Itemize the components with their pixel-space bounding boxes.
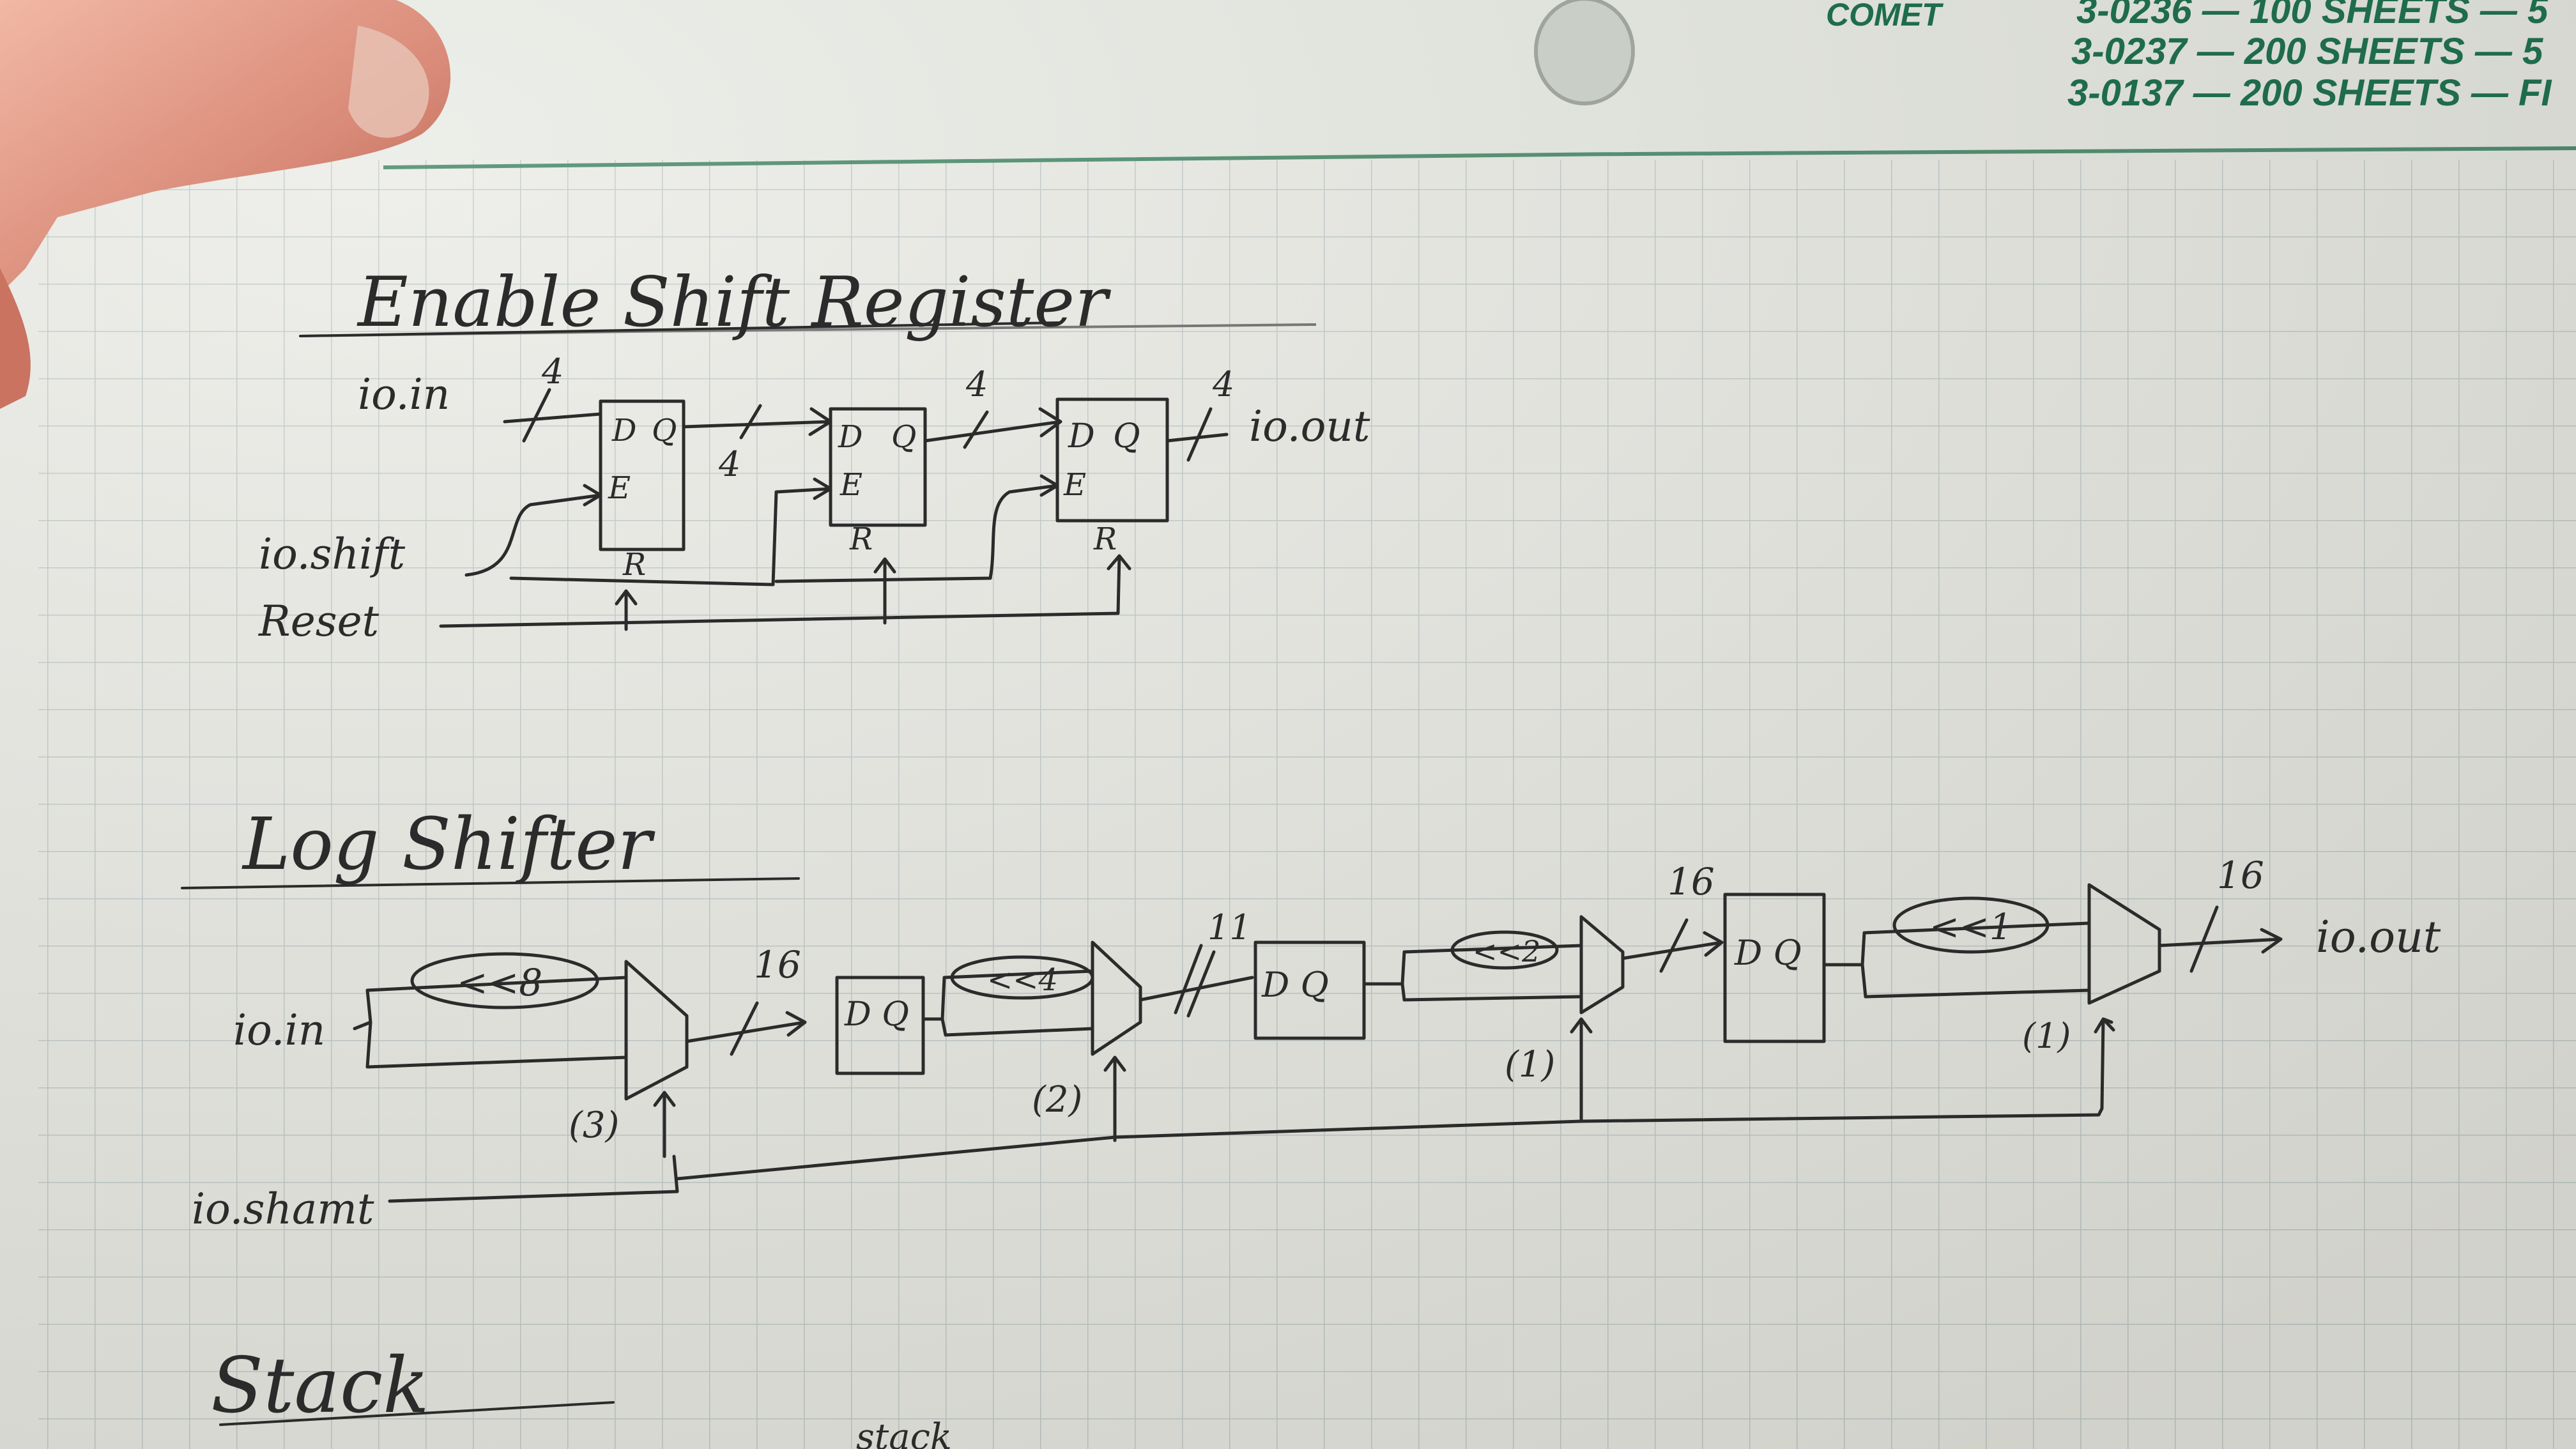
ls-oval-4-label: <<1 (1929, 907, 2012, 948)
ls-title-underline (181, 877, 800, 889)
punch-hole (1534, 0, 1635, 105)
ls-width-2: 11 (1208, 907, 1252, 947)
ls-bus-mark-2 (1174, 944, 1216, 1018)
ls-output-bus-mark (2189, 905, 2219, 973)
esr-shift-wire-2 (509, 477, 832, 586)
ls-wire-2 (1138, 976, 1254, 1002)
esr-flop-3-d: D (1068, 417, 1095, 456)
ls-width-1: 16 (754, 943, 801, 986)
ls-flop-3 (1723, 893, 1826, 1043)
ls-sel-3: (1) (1505, 1044, 1555, 1085)
stack-title: Stack (211, 1342, 429, 1430)
esr-input-wire (503, 412, 602, 424)
esr-input-label: io.in (358, 370, 450, 419)
ls-bus-mark-3 (1659, 918, 1689, 973)
ls-flop-1 (835, 976, 925, 1075)
ls-sel-1: (3) (569, 1105, 619, 1146)
esr-flop-2-q: Q (891, 419, 916, 455)
esr-wire-2-3 (923, 407, 1062, 443)
stack-small-label: stack (856, 1416, 952, 1449)
esr-flop-3-q: Q (1113, 417, 1140, 456)
ls-oval-1-label: <<8 (457, 961, 542, 1004)
ls-width-3: 16 (1667, 860, 1715, 903)
ls-output-wire (2158, 928, 2283, 954)
esr-shift-wire (464, 484, 602, 577)
esr-width-1: 4 (541, 351, 564, 392)
esr-shift-wire-3 (774, 474, 1059, 583)
header-line-3: 3-0137 — 200 SHEETS — FI (2067, 72, 2552, 114)
esr-input-bus-mark (522, 388, 551, 443)
ls-oval-4 (1892, 896, 2050, 954)
ls-shamt-label: io.shamt (192, 1184, 374, 1234)
ls-oval-3 (1450, 930, 1559, 970)
esr-flop-3-e: E (1063, 467, 1086, 503)
esr-flop-2-d: D (838, 419, 862, 455)
esr-flop-2 (829, 407, 927, 527)
esr-flop-3 (1055, 397, 1169, 523)
esr-width-4: 4 (1212, 364, 1234, 404)
esr-title: Enable Shift Register (356, 263, 1111, 342)
esr-flop-1 (599, 399, 686, 551)
ls-mux-1 (624, 960, 689, 1101)
ls-width-4: 16 (2217, 854, 2264, 897)
ls-split-2 (921, 969, 1094, 1037)
ls-flop-3-label: D Q (1734, 933, 1802, 973)
ls-oval-3-label: <<2 (1473, 934, 1540, 969)
esr-output-bus-mark (1186, 407, 1213, 462)
ls-mux-1-sel (653, 1091, 676, 1158)
esr-title-underline (299, 321, 1062, 337)
ls-mux-3-sel (1570, 1017, 1593, 1088)
esr-bus-mark-1 (739, 404, 762, 440)
ls-wire-1 (685, 1011, 807, 1043)
brand-label: COMET (1826, 0, 1944, 33)
ls-split-4 (1822, 921, 2091, 999)
esr-reset-label: Reset (258, 597, 379, 646)
esr-bus-mark-2 (963, 410, 989, 449)
ls-oval-1 (410, 952, 599, 1009)
header-line-1: 3-0236 — 100 SHEETS — 5 (2076, 0, 2549, 31)
thumbnail-nail (348, 26, 429, 138)
esr-flop-1-d: D (611, 413, 636, 448)
esr-flop-3-r: R (1093, 521, 1117, 557)
ls-sel-2: (2) (1032, 1079, 1082, 1121)
ls-output-label: io.out (2316, 912, 2441, 963)
ls-flop-1-label: D Q (844, 995, 909, 1034)
esr-shift-label: io.shift (259, 530, 406, 579)
hand-edge (0, 268, 31, 409)
esr-flop-2-r: R (849, 521, 873, 557)
esr-flop-1-r: R (622, 547, 646, 583)
esr-reset-wire (439, 554, 1131, 628)
ls-title: Log Shifter (241, 803, 656, 886)
stack-underline (219, 1401, 615, 1426)
ls-flop-2 (1254, 940, 1366, 1040)
ls-input-label: io.in (233, 1006, 325, 1055)
ls-split-3 (1362, 944, 1583, 1002)
esr-flop-1-q: Q (652, 413, 677, 448)
ls-mux-4 (2087, 883, 2161, 1005)
ls-sel-4: (1) (2022, 1016, 2071, 1056)
ls-mux-3 (1579, 915, 1625, 1015)
esr-reset-tap-1 (615, 589, 638, 631)
esr-output-label: io.out (1249, 402, 1370, 451)
ls-mux-2 (1091, 940, 1142, 1056)
esr-width-2: 4 (718, 444, 740, 484)
thumb (0, 0, 451, 294)
ls-mux-4-sel (2094, 1017, 2115, 1110)
esr-reset-tap-2 (873, 557, 896, 625)
esr-width-3: 4 (965, 364, 988, 404)
esr-flop-1-e: E (608, 470, 631, 506)
ls-input-split (353, 976, 628, 1069)
header-line-2: 3-0237 — 200 SHEETS — 5 (2071, 31, 2543, 72)
ls-flop-2-label: D Q (1261, 965, 1329, 1005)
esr-flop-2-e: E (839, 467, 862, 503)
ls-bus-mark-1 (730, 1001, 759, 1056)
ls-oval-2-label: <<4 (987, 962, 1058, 998)
